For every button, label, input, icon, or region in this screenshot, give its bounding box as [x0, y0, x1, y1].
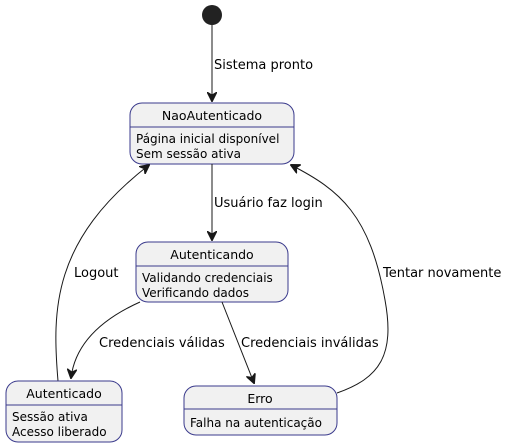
transition-logout: Logout [55, 165, 149, 382]
transition-label: Credenciais inválidas [241, 336, 379, 351]
state-description-line: Verificando dados [142, 286, 249, 300]
transition-tentar-novamente: Tentar novamente [291, 165, 501, 394]
transition-label: Sistema pronto [214, 58, 313, 73]
state-title: Autenticando [170, 247, 253, 262]
state-erro[interactable]: Erro Falha na autenticação [183, 385, 338, 436]
state-autenticado[interactable]: Autenticado Sessão ativa Acesso liberado [5, 380, 123, 443]
state-nao-autenticado[interactable]: NaoAutenticado Página inicial disponível… [129, 102, 295, 165]
state-description-line: Sessão ativa [12, 410, 88, 424]
transition-credenciais-invalidas: Credenciais inválidas [221, 301, 379, 383]
state-title: Autenticado [26, 386, 101, 401]
start-node [202, 5, 222, 25]
state-autenticando[interactable]: Autenticando Validando credenciais Verif… [135, 241, 289, 303]
transition-sistema-pronto: Sistema pronto [212, 25, 313, 101]
state-description-line: Falha na autenticação [190, 416, 322, 430]
state-description-line: Sem sessão ativa [136, 147, 241, 161]
state-title: Erro [247, 391, 272, 406]
state-description-line: Validando credenciais [142, 271, 273, 285]
transition-usuario-faz-login: Usuário faz login [212, 164, 323, 240]
state-description-line: Página inicial disponível [136, 132, 279, 146]
transition-label: Tentar novamente [382, 266, 501, 281]
transition-label: Usuário faz login [214, 196, 323, 211]
state-title: NaoAutenticado [162, 108, 262, 123]
transition-credenciais-validas: Credenciais válidas [71, 301, 225, 378]
transition-label: Credenciais válidas [99, 336, 225, 351]
state-description-line: Acesso liberado [12, 425, 107, 439]
transition-label: Logout [74, 266, 119, 281]
